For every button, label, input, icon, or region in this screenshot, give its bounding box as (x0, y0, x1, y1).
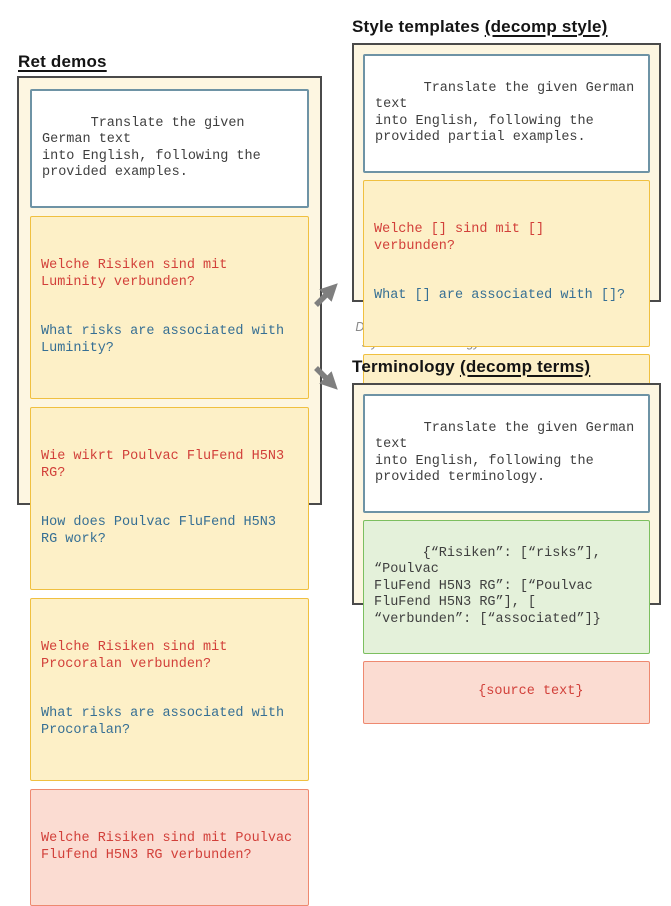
terminology-mapping-box: {“Risiken”: [“risks”], “Poulvac FluFend … (363, 520, 650, 654)
style-templates-panel: Translate the given German text into Eng… (352, 43, 661, 574)
style-instruction-text: Translate the given German text into Eng… (375, 80, 635, 146)
ret-demos-heading: Ret demos (18, 52, 107, 72)
style-templates-heading-sub: (decomp style) (484, 17, 608, 36)
english-text: What risks are associated with Luminity? (41, 324, 285, 356)
ret-demos-panel: Translate the given German text into Eng… (17, 76, 322, 906)
terminology-panel: Translate the given German text into Eng… (352, 383, 661, 724)
style-templates-heading-main: Style templates (352, 17, 480, 36)
terminology-mapping-text: {“Risiken”: [“risks”], “Poulvac FluFend … (374, 545, 601, 627)
english-text: What risks are associated with Procorala… (41, 706, 285, 738)
english-template-text: What [] are associated with []? (374, 288, 626, 303)
demo-example-box: Wie wikrt Poulvac FluFend H5N3 RG? How d… (30, 407, 309, 590)
german-text: Welche Risiken sind mit Luminity verbund… (41, 258, 228, 290)
terms-instruction-box: Translate the given German text into Eng… (363, 394, 650, 513)
demos-instruction-box: Translate the given German text into Eng… (30, 89, 309, 208)
terminology-heading-sub: (decomp terms) (459, 357, 591, 376)
demos-instruction-text: Translate the given German text into Eng… (42, 115, 261, 181)
query-german-text: Welche Risiken sind mit Poulvac Flufend … (41, 831, 293, 863)
german-template-text: Welche [] sind mit [] verbunden? (374, 222, 545, 254)
demo-example-box: Welche Risiken sind mit Luminity verbund… (30, 216, 309, 399)
demo-query-box: Welche Risiken sind mit Poulvac Flufend … (30, 789, 309, 906)
terms-instruction-text: Translate the given German text into Eng… (375, 420, 635, 486)
english-text: How does Poulvac FluFend H5N3 RG work? (41, 515, 276, 547)
terminology-heading-main: Terminology (352, 357, 455, 376)
style-template-box: Welche [] sind mit [] verbunden? What []… (363, 180, 650, 347)
german-text: Wie wikrt Poulvac FluFend H5N3 RG? (41, 449, 285, 481)
source-text-placeholder: {source text} (478, 684, 584, 699)
style-instruction-box: Translate the given German text into Eng… (363, 54, 650, 173)
style-templates-heading: Style templates(decomp style) (352, 17, 608, 37)
german-text: Welche Risiken sind mit Procoralan verbu… (41, 640, 228, 672)
terminology-heading: Terminology(decomp terms) (352, 357, 590, 377)
terms-source-text-box: {source text} (363, 660, 650, 724)
ret-demos-heading-text: Ret demos (18, 52, 107, 71)
demo-example-box: Welche Risiken sind mit Procoralan verbu… (30, 598, 309, 781)
